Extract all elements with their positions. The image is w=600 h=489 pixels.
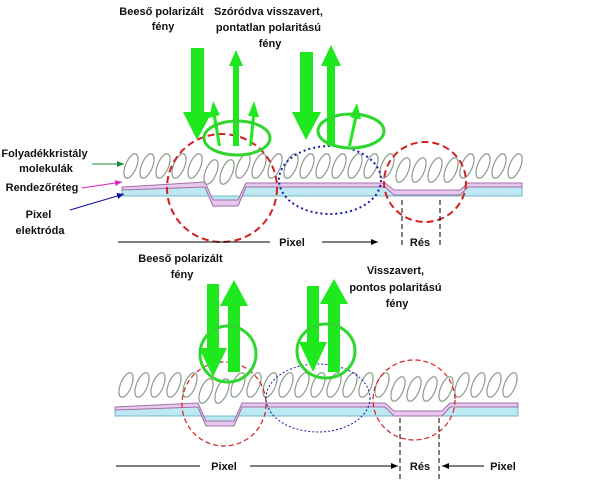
lc-molecule: [315, 153, 331, 179]
lc-molecule: [134, 372, 150, 398]
lc-molecule: [363, 153, 379, 179]
lc-molecule: [171, 153, 187, 179]
lc-molecule: [155, 153, 171, 179]
lc-molecule: [326, 372, 342, 398]
bottom-panel: Beeső polarizált fény Visszavert, pontos…: [114, 253, 519, 480]
lc-molecule: [123, 153, 139, 179]
bottom-pixel-electrode-substrate: [114, 406, 519, 427]
top-alignment-layer-label: Rendezőréteg: [6, 182, 79, 194]
lc-molecule: [166, 372, 182, 398]
top-gap-label: Rés: [410, 237, 430, 249]
lc-molecule: [267, 153, 283, 179]
lc-molecule: [459, 153, 475, 179]
lc-molecule: [347, 153, 363, 179]
top-scattered-light-label: Szóródva visszavert, pontatlan polaritás…: [214, 6, 326, 50]
lc-molecule: [406, 376, 422, 402]
lc-molecule: [342, 372, 358, 398]
top-scattered-arrow-5: [348, 103, 361, 146]
lc-molecule: [278, 372, 294, 398]
lc-molecule: [507, 153, 523, 179]
lc-molecule: [262, 372, 278, 398]
bottom-green-ellipse-left: [198, 324, 258, 384]
lc-molecule: [187, 153, 203, 179]
lc-molecule: [251, 153, 267, 179]
top-scattered-arrow-1: [209, 101, 221, 146]
top-red-dashed-circle-right: [383, 141, 467, 223]
lc-molecule: [395, 157, 411, 183]
top-pixel-label: Pixel: [279, 237, 305, 249]
lc-molecule: [454, 372, 470, 398]
top-scattered-arrow-2: [229, 50, 243, 146]
lc-molecule: [438, 376, 454, 402]
lc-molecule: [203, 159, 219, 185]
lc-molecule: [219, 159, 235, 185]
lc-molecule: [198, 378, 214, 404]
bottom-gap-label: Rés: [410, 461, 430, 473]
top-lc-molecules-label: Folyadékkristály molekulák: [1, 148, 90, 175]
lc-molecule: [246, 372, 262, 398]
top-panel: Beeső polarizált fény Szóródva visszaver…: [1, 6, 523, 249]
top-green-ellipse-left: [202, 119, 272, 157]
lc-molecule: [390, 376, 406, 402]
lc-molecule: [411, 157, 427, 183]
lc-molecule: [470, 372, 486, 398]
bottom-green-ellipse-right: [295, 322, 357, 380]
top-green-ellipse-right: [316, 112, 386, 150]
top-electrode-pointer: [69, 193, 125, 211]
lc-molecule: [427, 157, 443, 183]
top-scattered-arrow-4: [321, 45, 341, 146]
lc-molecule: [182, 372, 198, 398]
lc-molecule: [491, 153, 507, 179]
top-red-dashed-circle-left: [166, 133, 278, 243]
bottom-pixel-label-right: Pixel: [490, 461, 516, 473]
lc-molecule: [299, 153, 315, 179]
lc-molecule: [310, 372, 326, 398]
lc-molecule: [443, 157, 459, 183]
bottom-blue-dotted-ellipse: [265, 363, 371, 433]
lc-molecule: [502, 372, 518, 398]
top-alignment-pointer: [81, 180, 123, 189]
lc-molecule: [118, 372, 134, 398]
lc-molecule: [358, 372, 374, 398]
bottom-pixel-label-left: Pixel: [211, 461, 237, 473]
lc-molecule: [139, 153, 155, 179]
lc-molecule: [422, 376, 438, 402]
lc-molecule: [486, 372, 502, 398]
lc-molecule: [214, 378, 230, 404]
lc-molecule: [331, 153, 347, 179]
lc-molecule: [283, 153, 299, 179]
top-incident-arrow-right: [292, 52, 321, 140]
bottom-red-dashed-circle-right: [372, 359, 456, 441]
bottom-liquid-crystal-molecules: [118, 372, 518, 404]
bottom-incident-arrow-right: [299, 286, 327, 372]
top-pixel-electrode-label: Pixel elektróda: [16, 209, 66, 237]
lc-molecule: [150, 372, 166, 398]
top-liquid-crystal-molecules: [123, 153, 523, 185]
lc-molecule: [379, 153, 395, 179]
bottom-reflected-light-label: Visszavert, pontos polaritású fény: [349, 265, 444, 310]
bottom-alignment-layer: [114, 402, 519, 427]
top-incident-light-label: Beeső polarizált fény: [119, 6, 206, 33]
bottom-red-dashed-circle-left: [181, 361, 267, 447]
top-alignment-layer: [121, 181, 523, 207]
lc-molecule: [294, 372, 310, 398]
lc-molecule: [475, 153, 491, 179]
bottom-incident-light-label: Beeső polarizált fény: [138, 253, 225, 281]
top-incident-arrow-left: [183, 48, 212, 140]
